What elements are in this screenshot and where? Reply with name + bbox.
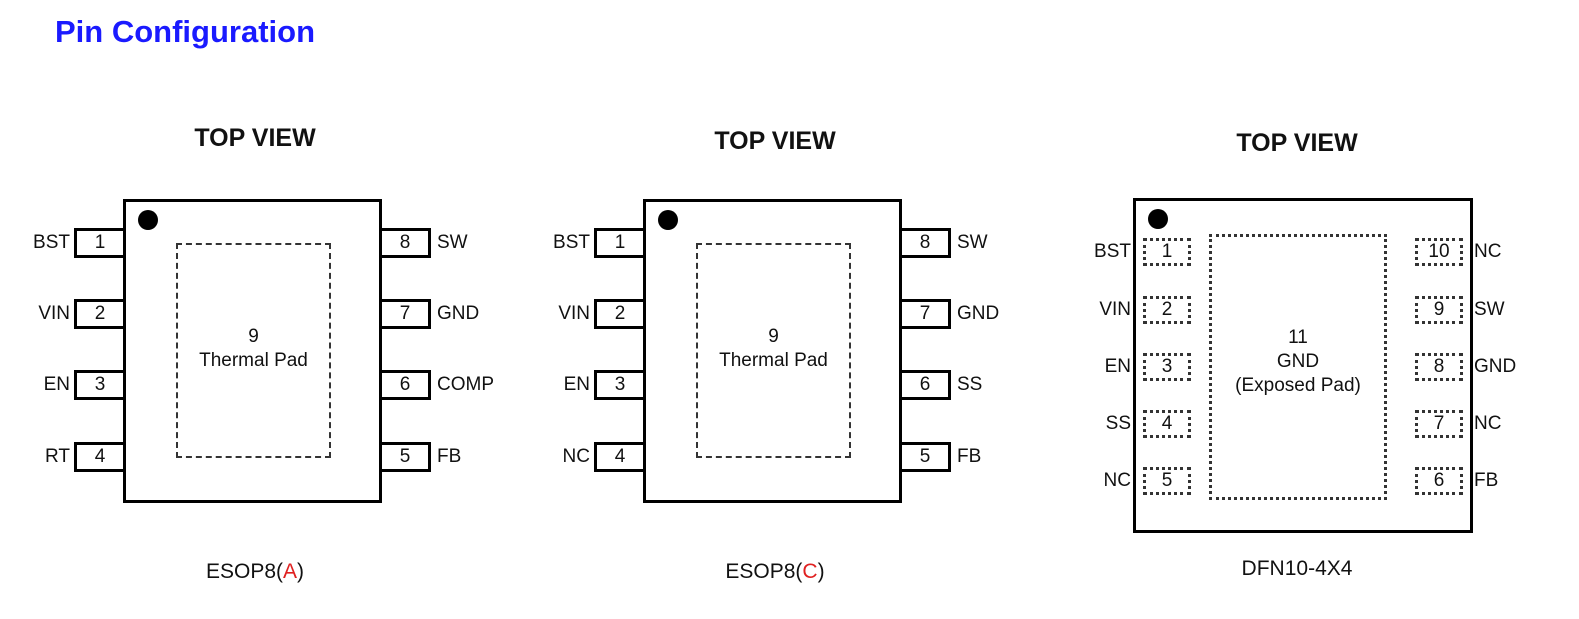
pin-label-nc: NC <box>1474 413 1502 434</box>
pin-label-fb: FB <box>957 446 982 467</box>
package-caption: DFN10-4X4 <box>1242 557 1353 581</box>
pin-label-vin: VIN <box>1099 299 1131 320</box>
pin-4: 4 <box>1143 410 1191 438</box>
pin-label-bst: BST <box>33 232 70 253</box>
pin-label-nc: NC <box>562 446 590 467</box>
package-variant: C <box>802 560 818 583</box>
pin-label-vin: VIN <box>558 303 590 324</box>
pin-6: 6 <box>379 370 431 400</box>
top-view-label: TOP VIEW <box>714 127 836 155</box>
pin-label-gnd: GND <box>1474 356 1517 377</box>
pin-label-ss: SS <box>1105 413 1131 434</box>
pin-2: 2 <box>74 299 126 329</box>
pin-1: 1 <box>594 228 646 258</box>
pin-label-ss: SS <box>957 374 983 395</box>
pad-label-line: 11 <box>1288 327 1308 348</box>
pin-6: 6 <box>1415 467 1463 495</box>
top-view-label: TOP VIEW <box>1236 129 1358 157</box>
pin-5: 5 <box>899 442 951 472</box>
pin-7: 7 <box>899 299 951 329</box>
pin-1: 1 <box>74 228 126 258</box>
pin1-marker-dot <box>658 210 678 230</box>
pin-3: 3 <box>74 370 126 400</box>
package-variant: A <box>283 560 298 583</box>
pin1-marker-dot <box>1148 209 1168 229</box>
pin-label-comp: COMP <box>437 374 494 395</box>
pad-label-line: 9 <box>248 326 259 347</box>
pin-label-sw: SW <box>437 232 468 253</box>
pin-label-gnd: GND <box>957 303 1000 324</box>
package-caption: ESOP8(A) <box>206 560 304 584</box>
pad-label-line: 9 <box>768 326 779 347</box>
pin1-marker-dot <box>138 210 158 230</box>
pin-1: 1 <box>1143 238 1191 266</box>
pad-label-line: (Exposed Pad) <box>1235 375 1361 396</box>
pin-label-fb: FB <box>1474 470 1499 491</box>
pin-label-nc: NC <box>1474 241 1502 262</box>
thermal-pad <box>1209 234 1387 500</box>
pin-8: 8 <box>1415 353 1463 381</box>
pin-7: 7 <box>379 299 431 329</box>
pin-label-bst: BST <box>1094 241 1131 262</box>
pin-7: 7 <box>1415 410 1463 438</box>
pad-label-line: Thermal Pad <box>199 350 308 371</box>
pin-label-en: EN <box>1104 356 1131 377</box>
pad-label-line: GND <box>1276 351 1320 372</box>
pin-label-en: EN <box>563 374 590 395</box>
pin-8: 8 <box>899 228 951 258</box>
package-caption-suffix: ) <box>817 560 825 583</box>
pin-label-sw: SW <box>1474 299 1505 320</box>
package-name: DFN10-4X4 <box>1241 557 1353 580</box>
pin-label-en: EN <box>43 374 70 395</box>
thermal-pad <box>696 243 851 458</box>
pin-3: 3 <box>594 370 646 400</box>
package-body <box>123 199 382 503</box>
package-name: ESOP8( <box>205 560 284 583</box>
pin-3: 3 <box>1143 353 1191 381</box>
pin-2: 2 <box>1143 296 1191 324</box>
thermal-pad <box>176 243 331 458</box>
pin-label-gnd: GND <box>437 303 480 324</box>
pin-4: 4 <box>594 442 646 472</box>
page-title: Pin Configuration <box>55 14 316 49</box>
package-caption: ESOP8(C) <box>725 560 824 584</box>
pad-label-line: Thermal Pad <box>719 350 828 371</box>
pin-8: 8 <box>379 228 431 258</box>
pin-2: 2 <box>594 299 646 329</box>
package-caption-suffix: ) <box>297 560 305 583</box>
pin-9: 9 <box>1415 296 1463 324</box>
pin-label-rt: RT <box>45 446 70 467</box>
pin-label-fb: FB <box>437 446 462 467</box>
pin-4: 4 <box>74 442 126 472</box>
pin-label-vin: VIN <box>38 303 70 324</box>
pin-label-bst: BST <box>553 232 590 253</box>
pin-5: 5 <box>379 442 431 472</box>
package-name: ESOP8( <box>725 560 803 583</box>
pin-10: 10 <box>1415 238 1463 266</box>
pin-6: 6 <box>899 370 951 400</box>
pin-5: 5 <box>1143 467 1191 495</box>
pin-label-nc: NC <box>1103 470 1131 491</box>
pin-label-sw: SW <box>957 232 988 253</box>
top-view-label: TOP VIEW <box>194 124 316 152</box>
package-body <box>643 199 902 503</box>
